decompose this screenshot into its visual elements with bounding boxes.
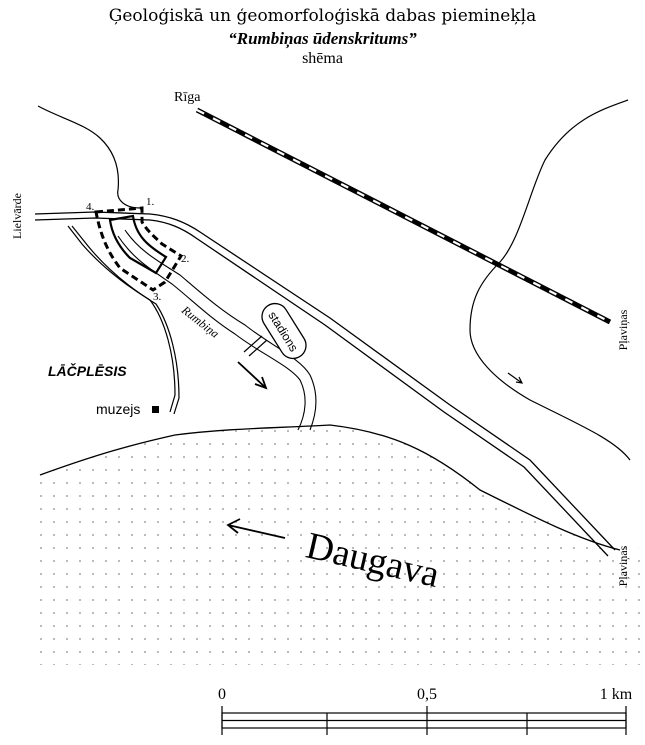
- museum-marker: [152, 406, 159, 413]
- railway: [195, 107, 612, 325]
- boundary-point-2: 2.: [181, 253, 190, 265]
- main-road-edge: [34, 217, 609, 557]
- boundary-point-3: 3.: [153, 291, 162, 303]
- daugava-bank: [39, 424, 621, 551]
- scale-label-half: 0,5: [417, 686, 437, 703]
- rumbina-flow-arrow: [237, 361, 268, 390]
- map-subtitle: shēma: [302, 50, 343, 67]
- boundary-point-1: 1.: [146, 196, 155, 208]
- scale-bar: 0 0,5 1 km: [218, 686, 633, 735]
- protected-area-boundary: [94, 206, 184, 292]
- boundary-point-4: 4.: [86, 201, 95, 213]
- main-road: [34, 211, 616, 551]
- label-plavinas-bottom: Pļaviņas: [616, 545, 630, 586]
- scale-label-1km: 1 km: [600, 686, 633, 703]
- east-stream: [469, 99, 631, 461]
- terrain-line-west: [67, 225, 176, 413]
- railway-dashes: [196, 109, 611, 323]
- label-riga: Rīga: [174, 90, 201, 105]
- label-plavinas-top: Pļaviņas: [616, 309, 630, 350]
- map-title: Ģeoloģiskā un ģeomorfoloģiskā dabas piem…: [108, 6, 537, 26]
- bridge: [243, 335, 263, 353]
- label-muzejs: muzejs: [96, 401, 140, 417]
- stadium: [261, 302, 307, 360]
- terrain-line-upper: [37, 105, 141, 209]
- label-lielvarde: Lielvārde: [10, 193, 24, 239]
- monument-name: “Rumbiņas ūdenskritums”: [228, 29, 417, 48]
- label-lacplesis: LĀČPLĒSIS: [48, 362, 127, 379]
- scale-label-0: 0: [218, 686, 226, 703]
- waterfall-site: [108, 214, 168, 275]
- daugava-flow-arrow: [226, 518, 286, 539]
- rumbina-river: [124, 229, 317, 431]
- east-stream-arrow: [507, 372, 524, 384]
- bridge-2: [248, 339, 268, 357]
- terrain-line-west-2: [71, 225, 180, 415]
